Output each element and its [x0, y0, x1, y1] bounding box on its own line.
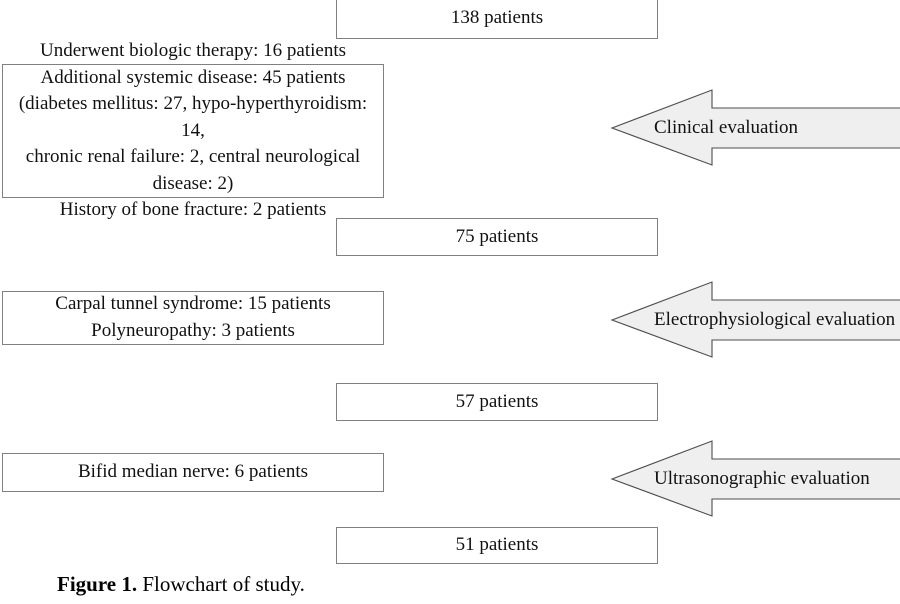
count-box-label: 75 patients [455, 225, 539, 247]
exclusion-box-ultrasonographic: Bifid median nerve: 6 patients [2, 453, 384, 492]
exclusion-box-label: Underwent biologic therapy: 16 patients … [18, 39, 368, 221]
figure-caption: Figure 1. Flowchart of study. [57, 572, 305, 597]
left-arrow-icon [610, 440, 900, 517]
count-box-57-patients: 57 patients [336, 383, 658, 421]
arrow-label: Clinical evaluation [654, 117, 799, 138]
count-box-label: 51 patients [455, 534, 539, 556]
arrow-clinical-evaluation: Clinical evaluation [610, 89, 900, 167]
arrow-electrophysiological-evaluation: Electrophysiological evaluation [610, 281, 900, 359]
figure-caption-text: Flowchart of study. [137, 572, 305, 596]
count-box-138-patients: 138 patients [336, 0, 658, 39]
exclusion-box-label: Carpal tunnel syndrome: 15 patients Poly… [55, 293, 331, 341]
left-arrow-icon [610, 281, 900, 358]
count-box-label: 138 patients [450, 7, 544, 29]
count-box-51-patients: 51 patients [336, 527, 658, 564]
exclusion-box-clinical: Underwent biologic therapy: 16 patients … [2, 40, 384, 220]
exclusion-box-label: Bifid median nerve: 6 patients [77, 461, 309, 483]
figure-caption-label: Figure 1. [57, 572, 138, 596]
count-box-75-patients: 75 patients [336, 218, 658, 256]
exclusion-box-electrophysiological: Carpal tunnel syndrome: 15 patients Poly… [2, 291, 384, 345]
arrow-label: Electrophysiological evaluation [654, 309, 896, 330]
arrow-ultrasonographic-evaluation: Ultrasonographic evaluation [610, 440, 900, 518]
count-box-label: 57 patients [455, 390, 539, 412]
arrow-label: Ultrasonographic evaluation [654, 468, 870, 489]
left-arrow-icon [610, 89, 900, 166]
